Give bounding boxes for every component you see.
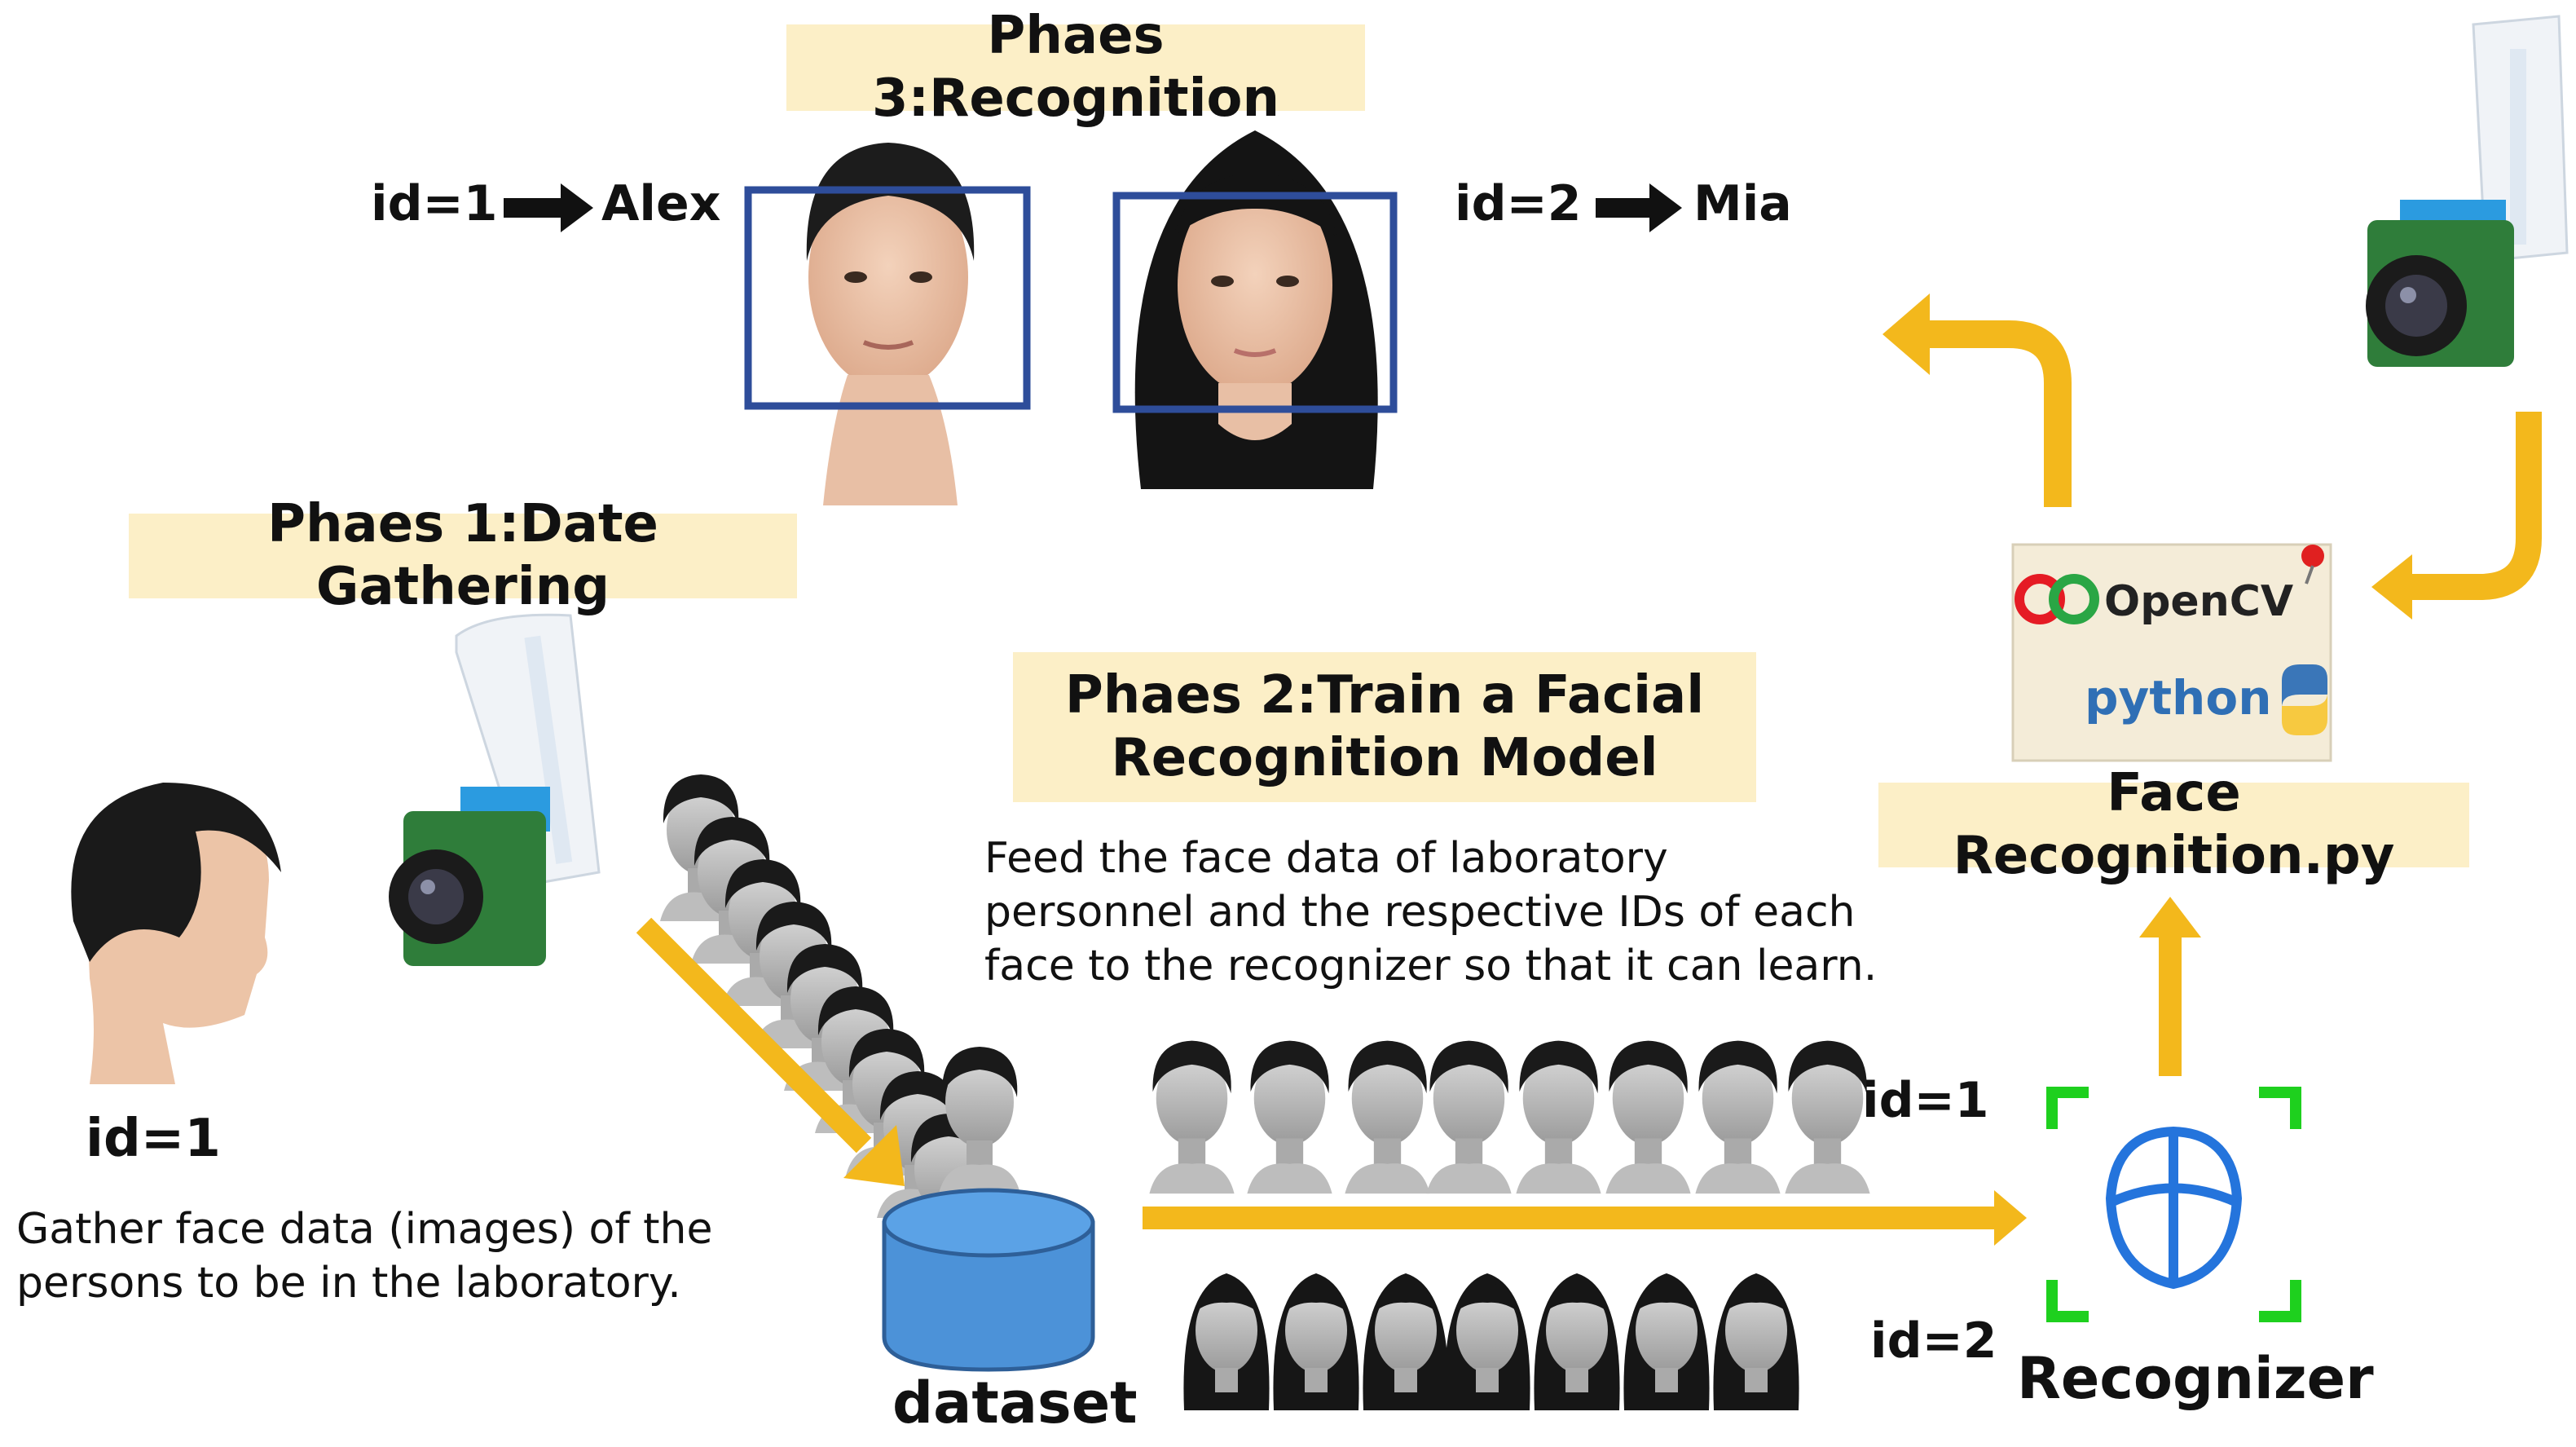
bbox-alex [744,186,1031,410]
arrow-id1-to-alex [504,183,593,232]
row1-id-label: id=1 [1862,1072,1989,1129]
recognition-left-name: Alex [601,175,721,232]
arrow-to-dataset [636,917,905,1186]
arrow-camera-to-note [2371,412,2542,620]
arrow-id2-to-mia [1596,183,1682,232]
face-profile [71,783,281,1084]
phase2-text-line1: Phaes 2:Train a Facial [1064,665,1705,726]
gather-desc-line1: Gather face data (images) of the [16,1205,713,1254]
face-row-id1 [1149,1040,1870,1194]
dataset-icon [882,1188,1095,1372]
arrow-note-to-recognition [1882,293,2072,507]
face-alex [806,143,975,505]
row2-id-label: id=2 [1870,1312,1997,1370]
train-description: Feed the face data of laboratory personn… [984,832,1877,993]
recognizer-icon [2046,1087,2301,1322]
train-desc-line2: personnel and the respective IDs of each [984,888,1856,937]
phase2-label: Phaes 2:Train a Facial Recognition Model [1013,652,1756,802]
train-desc-line1: Feed the face data of laboratory [984,834,1668,883]
recognition-left-id: id=1 [371,175,498,232]
bbox-mia [1112,192,1398,413]
face-mia [1134,130,1378,489]
python-logo-icon [2282,664,2327,735]
dataset-label: dataset [892,1370,1138,1436]
gather-description: Gather face data (images) of the persons… [16,1202,713,1310]
gather-id-label: id=1 [86,1109,221,1169]
face-row-id2 [1183,1273,1799,1410]
opencv-text: OpenCV [2104,577,2294,626]
camera-top-icon [2366,15,2569,367]
arrow-recognizer-up [2139,897,2201,1076]
phase2-text-line2: Recognition Model [1111,728,1658,788]
python-text: python [2085,670,2272,726]
phase1-text: Phaes 1:Date Gathering [267,494,658,617]
recognition-right-id: id=2 [1455,175,1582,232]
arrow-to-recognizer [1143,1190,2027,1246]
phase3-text: Phaes 3:Recognition [871,6,1280,129]
camera-gather-icon [389,613,601,966]
opencv-logo-icon [2015,574,2099,624]
file-label: Face Recognition.py [1878,763,2469,886]
phase1-label: Phaes 1:Date Gathering [129,494,797,617]
recognition-right-name: Mia [1693,175,1792,232]
file-text: Face Recognition.py [1953,763,2395,886]
gather-desc-line2: persons to be in the laboratory. [16,1259,681,1308]
train-desc-line3: face to the recognizer so that it can le… [984,942,1878,990]
image-stack [660,774,1020,1260]
recognizer-label: Recognizer [2017,1345,2374,1412]
phase3-label: Phaes 3:Recognition [786,6,1365,129]
